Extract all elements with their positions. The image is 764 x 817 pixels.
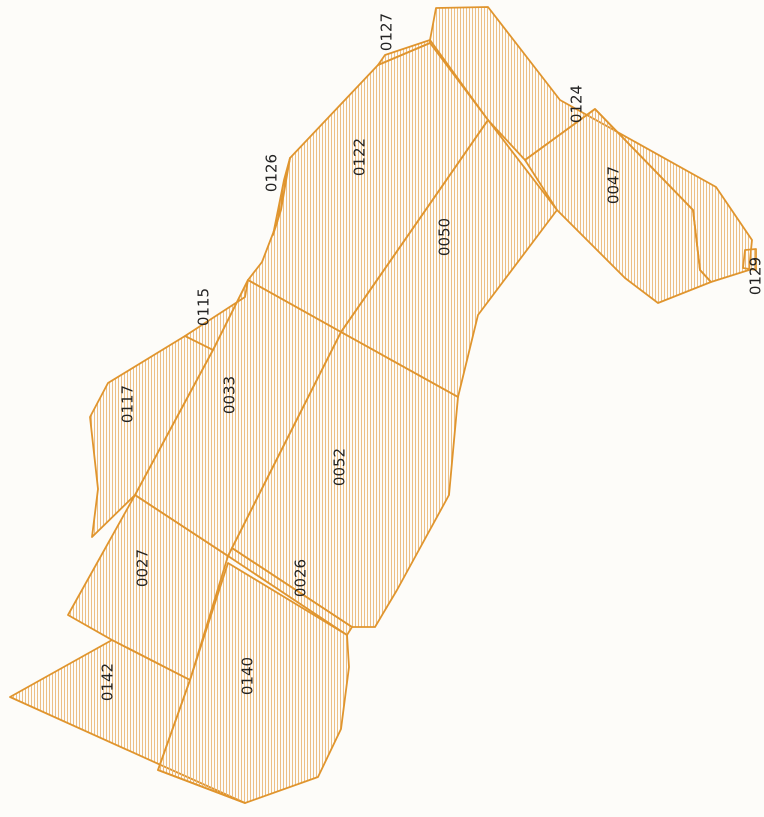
parcel-label-0126: 0126	[263, 154, 281, 192]
parcel-label-0050: 0050	[436, 218, 454, 256]
parcel-label-0127: 0127	[378, 13, 396, 51]
parcel-label-0124: 0124	[568, 85, 586, 123]
parcel-label-0052: 0052	[331, 448, 349, 486]
parcel-0140[interactable]	[157, 562, 350, 804]
parcel-label-0140: 0140	[239, 657, 257, 695]
parcels-layer	[9, 6, 757, 804]
parcel-label-0122: 0122	[351, 138, 369, 176]
parcel-label-0129: 0129	[747, 257, 764, 295]
parcel-0117[interactable]	[89, 335, 214, 538]
labels-layer: 0142 0140 0027 0026 0052 0033 0117 0115 …	[99, 13, 764, 701]
parcel-0129[interactable]	[742, 248, 757, 271]
parcel-label-0026: 0026	[292, 559, 310, 597]
parcel-label-0033: 0033	[221, 376, 239, 414]
parcel-label-0115: 0115	[195, 288, 213, 326]
parcel-label-0047: 0047	[605, 166, 623, 204]
parcel-label-0027: 0027	[134, 549, 152, 587]
parcel-0126[interactable]	[272, 157, 291, 236]
parcel-label-0117: 0117	[119, 385, 137, 423]
parcel-label-0142: 0142	[99, 663, 117, 701]
parcel-0047[interactable]	[524, 108, 712, 304]
parcel-0027[interactable]	[67, 494, 229, 681]
